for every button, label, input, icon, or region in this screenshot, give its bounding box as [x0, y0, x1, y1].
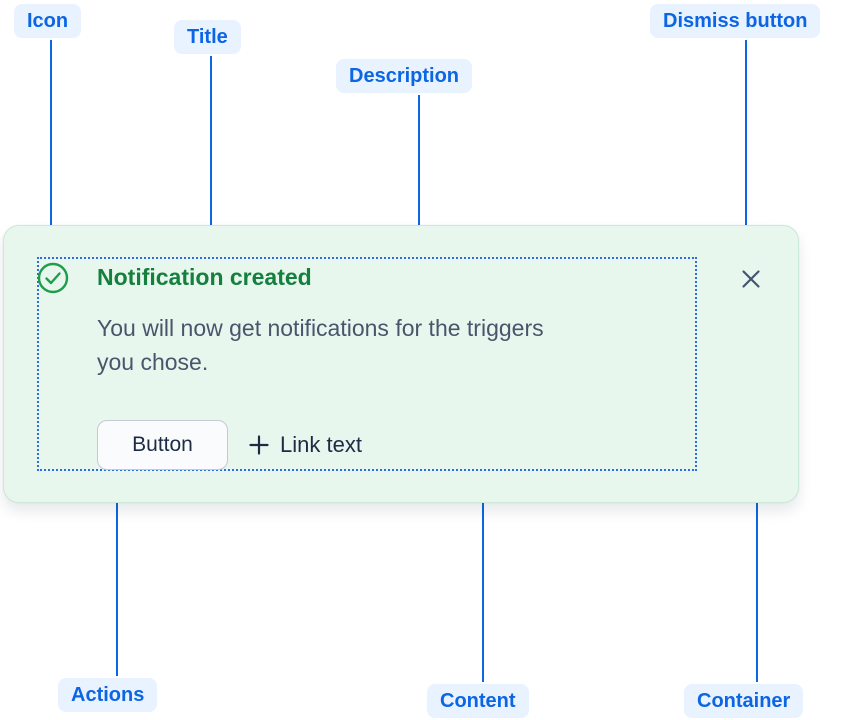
connector-line-title: [210, 56, 212, 261]
dismiss-button[interactable]: [734, 262, 768, 296]
annotation-label-container: Container: [684, 684, 804, 718]
annotation-label-icon: Icon: [14, 4, 82, 38]
annotation-label-title: Title: [174, 20, 241, 54]
annotation-label-content: Content: [427, 684, 529, 718]
connector-line-container: [756, 469, 758, 682]
annotation-label-actions: Actions: [58, 678, 158, 712]
flag-action-button[interactable]: Button: [97, 420, 228, 470]
annotation-label-dismiss-button: Dismiss button: [650, 4, 821, 38]
close-icon: [742, 270, 760, 288]
success-check-icon: [37, 262, 69, 294]
flag-link[interactable]: Link text: [248, 420, 362, 470]
annotation-label-description: Description: [336, 59, 473, 93]
notification-flag-container: Notification created You will now get no…: [3, 225, 799, 503]
connector-line-description: [418, 95, 420, 300]
connector-line-content: [482, 469, 484, 682]
flag-link-label: Link text: [280, 432, 362, 457]
connector-line-icon: [50, 40, 52, 245]
flag-description: You will now get notifications for the t…: [97, 315, 544, 375]
flag-title: Notification created: [97, 264, 312, 290]
connector-line-actions: [116, 465, 118, 676]
plus-icon: [249, 435, 269, 455]
connector-line-dismiss-button: [745, 40, 747, 241]
